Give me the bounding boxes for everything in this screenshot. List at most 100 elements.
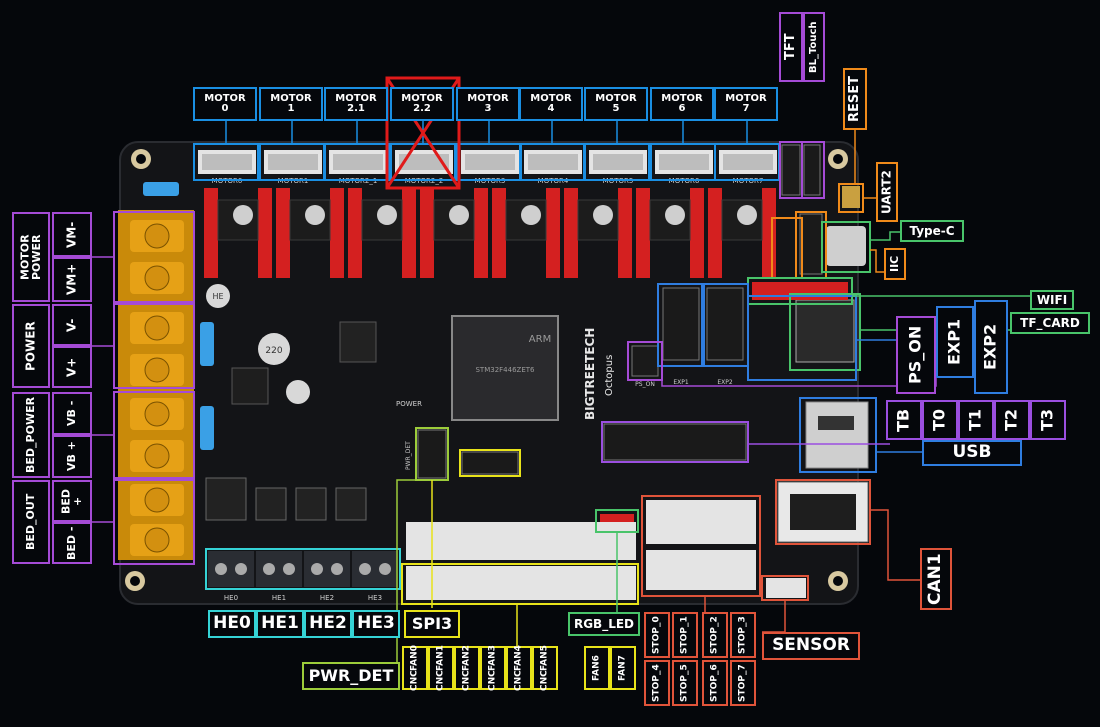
- heater-silk-3: HE3: [368, 594, 382, 602]
- power-silk: POWER: [396, 400, 422, 408]
- heater-label-he3: HE3: [352, 610, 400, 638]
- endstop-connectors: [646, 500, 756, 590]
- mcu-arm: ARM: [529, 334, 551, 345]
- fan-label-1: CNC​FAN1: [428, 645, 454, 691]
- pwr-det-label: PWR_DET: [302, 662, 400, 690]
- fan-label-7: FAN7: [610, 646, 636, 690]
- usb-port: [805, 401, 869, 469]
- stepper-driver-slots: [204, 188, 776, 278]
- sensor-connector: [766, 578, 806, 598]
- fan-label-6: FAN6: [584, 646, 610, 690]
- reset-label: RESET: [843, 68, 867, 130]
- uart2-label: UART2: [876, 162, 898, 222]
- bed-plus-label: BED +: [52, 480, 92, 522]
- mcu-chip: [451, 315, 559, 421]
- tft-label: TFT: [779, 12, 803, 82]
- ps-on-label: PS_ON: [896, 316, 936, 394]
- exp2-header: [706, 287, 744, 361]
- exp2-silk: EXP2: [717, 379, 733, 386]
- can1-label: CAN1: [920, 548, 952, 610]
- uart-header: [799, 213, 823, 275]
- stop-label-3: STOP​_3: [730, 612, 756, 658]
- heater-silk-2: HE2: [320, 594, 334, 602]
- board-model: Octopus: [604, 355, 615, 396]
- thermistor-label-t3: T3: [1030, 400, 1066, 440]
- capacitor: [286, 380, 310, 404]
- heater-terminals: [208, 551, 398, 587]
- mosfet: [205, 477, 247, 521]
- regulator: [339, 321, 377, 363]
- heater-silk-0: HE0: [224, 594, 238, 602]
- exp1-header: [662, 287, 700, 361]
- capacitor-silk: 220: [265, 346, 282, 356]
- bed-power-label: BED_POWER: [12, 392, 50, 478]
- tf-card-slot: [795, 299, 855, 363]
- pwr-det-silk: PWR_DET: [405, 441, 412, 470]
- sensor-label: SENSOR: [762, 632, 860, 660]
- bed-out-label: BED_OUT: [12, 480, 50, 564]
- exp1-label: EXP1: [936, 306, 974, 378]
- bed-minus-label: BED -: [52, 522, 92, 564]
- fuse: [143, 182, 179, 196]
- fan-label-5: CNC​FAN5: [532, 645, 558, 691]
- heater-silk-1: HE1: [272, 594, 286, 602]
- stop-label-5: STOP​_5: [672, 660, 698, 706]
- vb-minus-label: VB -: [52, 392, 92, 435]
- bltouch-label: BL_Touch: [803, 12, 825, 82]
- mosfet: [335, 487, 367, 521]
- fan-label-4: CNC​FAN4: [506, 645, 532, 691]
- fuse: [200, 322, 214, 366]
- usb-label: USB: [922, 440, 1022, 466]
- thermistor-label-t2: T2: [994, 400, 1030, 440]
- mcu-part: STM32F446ZET6: [475, 366, 535, 374]
- bltouch-header: [803, 144, 821, 196]
- typec-port: [826, 226, 866, 266]
- stop-label-2: STOP​_2: [702, 612, 728, 658]
- stop-label-6: STOP​_6: [702, 660, 728, 706]
- tf-card-label: TF_CARD: [1010, 312, 1090, 334]
- fan-label-2: CNC​FAN2: [454, 645, 480, 691]
- power-label: POWER: [12, 304, 50, 388]
- vm-plus-label: VM+: [52, 257, 92, 302]
- vm-minus-label: VM-: [52, 212, 92, 257]
- motor-power-label: MOTOR POWER: [12, 212, 50, 302]
- stop-label-1: STOP​_1: [672, 612, 698, 658]
- capacitor: [206, 284, 230, 308]
- inductor: [231, 367, 269, 405]
- wifi-header: [752, 282, 848, 300]
- stop-label-4: STOP​_4: [644, 660, 670, 706]
- power-terminal-block: [118, 210, 194, 560]
- iic-label: IIC: [884, 248, 906, 280]
- v-plus-label: V+: [52, 346, 92, 388]
- mosfet: [295, 487, 327, 521]
- ps-on-header: [631, 345, 659, 377]
- leader-lines: [92, 120, 1030, 665]
- heater-label-he2: HE2: [304, 610, 352, 638]
- thermistor-headers: [603, 423, 747, 461]
- motor-connectors: [198, 150, 777, 174]
- thermistor-label-t0: T0: [922, 400, 958, 440]
- stop-label-7: STOP​_7: [730, 660, 756, 706]
- spi-header: [461, 451, 519, 475]
- thermistor-label-tb: TB: [886, 400, 922, 440]
- stop-label-0: STOP​_0: [644, 612, 670, 658]
- mosfet: [255, 487, 287, 521]
- fan-label-3: CNC​FAN3: [480, 645, 506, 691]
- ps-on-silk: PS_ON: [635, 381, 655, 388]
- fan-connectors: [406, 522, 636, 600]
- he-silk: HE: [212, 292, 223, 301]
- rgb-led-label: RGB_LED: [568, 612, 640, 636]
- fuse: [200, 406, 214, 450]
- capacitor: [258, 333, 290, 365]
